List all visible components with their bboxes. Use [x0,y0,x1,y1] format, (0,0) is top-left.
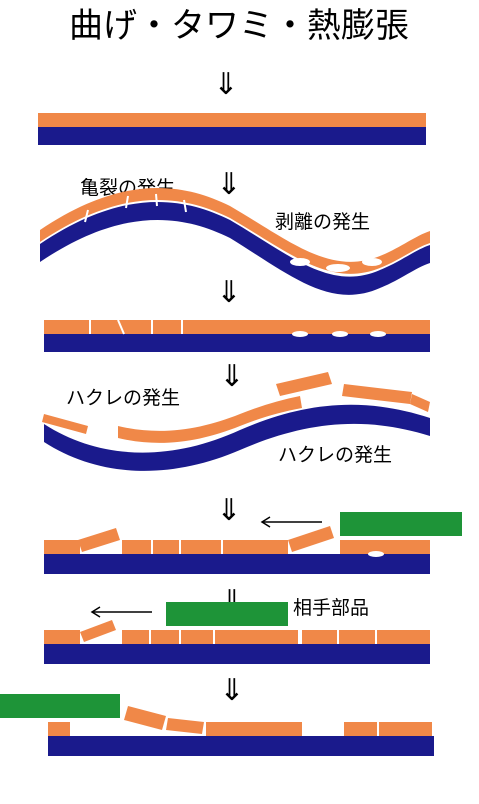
flake-fragment [42,414,88,434]
substrate-layer [38,127,426,145]
film-layer [44,320,430,334]
down-arrow-icon: ⇓ [213,67,238,102]
substrate-layer [44,644,430,664]
down-arrow-icon: ⇓ [216,275,241,310]
substrate-layer [44,334,430,352]
stage-bent-flaking [42,372,430,471]
film-segment [122,540,288,554]
down-arrow-icon: ⇓ [219,359,244,394]
peel-voids [290,258,382,272]
flake-fragment [80,620,116,642]
stage-mating-part-sliding [44,602,430,664]
left-arrow-icon [90,606,152,618]
label-flake-left: ハクレの発生 [66,387,180,409]
stage-bent-laminate [40,187,430,295]
substrate-layer [44,554,430,574]
film-segment [44,540,80,554]
down-arrow-icon: ⇓ [219,673,244,708]
film-layer [38,113,426,127]
film-layer [118,396,302,443]
label-mating-part: 相手部品 [293,597,369,619]
mating-part [340,512,462,536]
film-segment [44,630,80,644]
flake-fragment [276,372,332,396]
stage-cracked-flat [44,319,430,352]
stage-flat-laminate [38,113,426,145]
stage-mating-part-approach [44,512,462,574]
page-title: 曲げ・タワミ・熱膨張 [69,6,409,46]
film-segment [48,722,70,736]
substrate-layer [44,404,430,471]
film-segment [122,630,298,644]
label-flake-right: ハクレの発生 [278,444,392,466]
flake-fragment [78,528,120,552]
down-arrow-icon: ⇓ [216,167,241,202]
flake-fragment [166,718,204,734]
down-arrow-icon: ⇓ [216,493,241,528]
flake-fragment [288,526,334,552]
stage-film-scraped [0,694,434,756]
label-peel: 剥離の発生 [275,211,370,233]
crack-marks [84,193,187,223]
flake-fragment [342,384,412,404]
mating-part [166,602,288,626]
mating-part [0,694,120,718]
film-segment [344,722,432,736]
substrate-layer [48,736,434,756]
film-segment [302,630,430,644]
film-segment [340,540,430,554]
left-arrow-icon [260,516,322,528]
flake-fragment [124,706,166,730]
film-segment [206,722,302,736]
flake-fragment [410,394,430,412]
